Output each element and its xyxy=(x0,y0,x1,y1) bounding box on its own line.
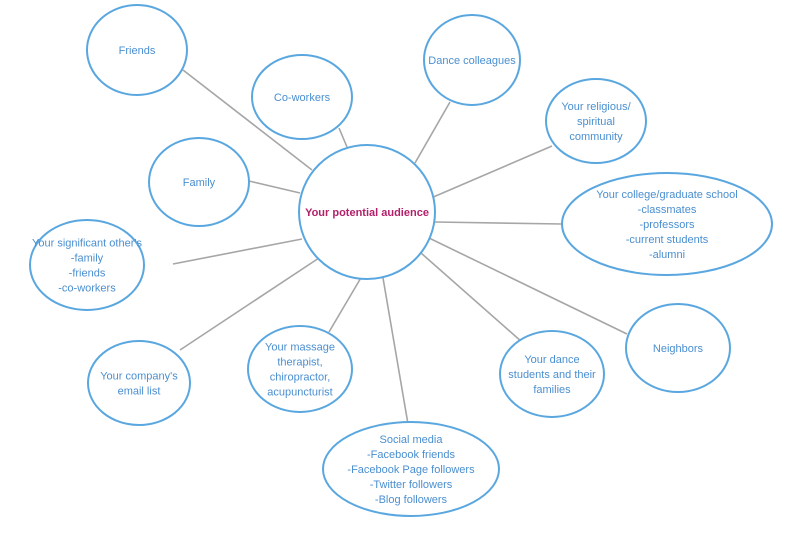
node-dance-students-label-line: families xyxy=(533,384,571,396)
node-college-ellipse xyxy=(561,172,773,276)
node-family-label-line: Family xyxy=(183,177,216,189)
node-neighbors: Neighbors xyxy=(625,303,731,393)
node-dance-students-ellipse xyxy=(499,330,605,418)
node-significant-other-label-line: -friends xyxy=(69,268,106,280)
node-college-label-line: -classmates xyxy=(638,204,697,216)
connector-social-media xyxy=(382,277,409,425)
node-family-ellipse xyxy=(148,137,250,227)
node-social-media-label-line: -Blog followers xyxy=(375,494,448,506)
node-massage-therapist-ellipse xyxy=(247,325,353,413)
node-family: Family xyxy=(148,137,250,227)
node-massage-therapist-label-line: acupuncturist xyxy=(267,387,332,399)
node-significant-other-label-line: -family xyxy=(71,253,104,265)
node-social-media-ellipse xyxy=(322,421,500,517)
center-node-label: Your potential audience xyxy=(305,207,429,219)
node-college: Your college/graduate school -classmates -… xyxy=(561,172,773,276)
node-company-email-label-line: email list xyxy=(118,386,161,398)
node-social-media-label-line: -Facebook friends xyxy=(367,449,456,461)
center-node-ellipse xyxy=(298,144,436,280)
node-company-email-label-line: Your company's xyxy=(100,371,178,383)
node-massage-therapist-label-line: chiropractor, xyxy=(270,372,331,384)
node-significant-other-label-line: Your significant other's xyxy=(32,238,142,250)
node-significant-other-ellipse xyxy=(29,219,145,311)
node-massage-therapist: Your massage therapist, chiropractor, acupu… xyxy=(247,325,353,413)
node-religious-community-label-line: community xyxy=(569,131,623,143)
node-friends: Friends xyxy=(86,4,188,96)
node-social-media-label-line: -Twitter followers xyxy=(370,479,453,491)
node-social-media: Social media -Facebook friends -Facebook P… xyxy=(322,421,500,517)
connector-dance-students xyxy=(420,252,523,343)
connector-friends xyxy=(182,69,313,171)
node-social-media-label-line: -Facebook Page followers xyxy=(347,464,475,476)
node-massage-therapist-label-line: Your massage xyxy=(265,342,335,354)
center-node: Your potential audience xyxy=(298,144,436,280)
node-religious-community-ellipse xyxy=(545,78,647,164)
node-co-workers: Co-workers xyxy=(251,54,353,140)
node-friends-ellipse xyxy=(86,4,188,96)
node-dance-colleagues-ellipse xyxy=(423,14,521,106)
node-co-workers-ellipse xyxy=(251,54,353,140)
connector-religious-community xyxy=(430,145,553,199)
connector-lines xyxy=(172,69,628,425)
node-massage-therapist-label-line: therapist, xyxy=(277,357,322,369)
connector-massage-therapist xyxy=(328,275,363,333)
node-religious-community-label-line: spiritual xyxy=(577,116,615,128)
connector-co-workers xyxy=(338,127,348,148)
connector-significant-other xyxy=(172,238,303,265)
node-religious-community: Your religious/spiritual community xyxy=(545,78,647,164)
node-significant-other: Your significant other's -family -friends -… xyxy=(29,219,145,311)
node-significant-other-label-line: -co-workers xyxy=(58,283,116,295)
node-college-label-line: Your college/graduate school xyxy=(596,189,737,201)
connector-company-email xyxy=(179,255,323,351)
node-dance-students: Your dance students and their families xyxy=(499,330,605,418)
node-co-workers-label-line: Co-workers xyxy=(274,92,331,104)
node-college-label-line: -current students xyxy=(626,234,709,246)
node-dance-students-label-line: Your dance xyxy=(524,354,579,366)
node-college-label-line: -professors xyxy=(639,219,695,231)
node-dance-colleagues-label-line: Dance colleagues xyxy=(428,55,516,67)
connector-family xyxy=(248,180,301,194)
node-social-media-label-line: Social media xyxy=(380,434,444,446)
node-dance-colleagues: Dance colleagues xyxy=(423,14,521,106)
node-company-email: Your company's email list xyxy=(87,340,191,426)
node-college-label-line: -alumni xyxy=(649,249,685,261)
node-neighbors-ellipse xyxy=(625,303,731,393)
node-company-email-ellipse xyxy=(87,340,191,426)
connector-college xyxy=(434,221,563,225)
node-friends-label-line: Friends xyxy=(119,45,156,57)
node-religious-community-label-line: Your religious/ xyxy=(561,101,631,113)
node-dance-students-label-line: students and their xyxy=(508,369,596,381)
connector-neighbors xyxy=(428,237,628,335)
node-neighbors-label-line: Neighbors xyxy=(653,343,704,355)
connector-dance-colleagues xyxy=(414,101,451,164)
